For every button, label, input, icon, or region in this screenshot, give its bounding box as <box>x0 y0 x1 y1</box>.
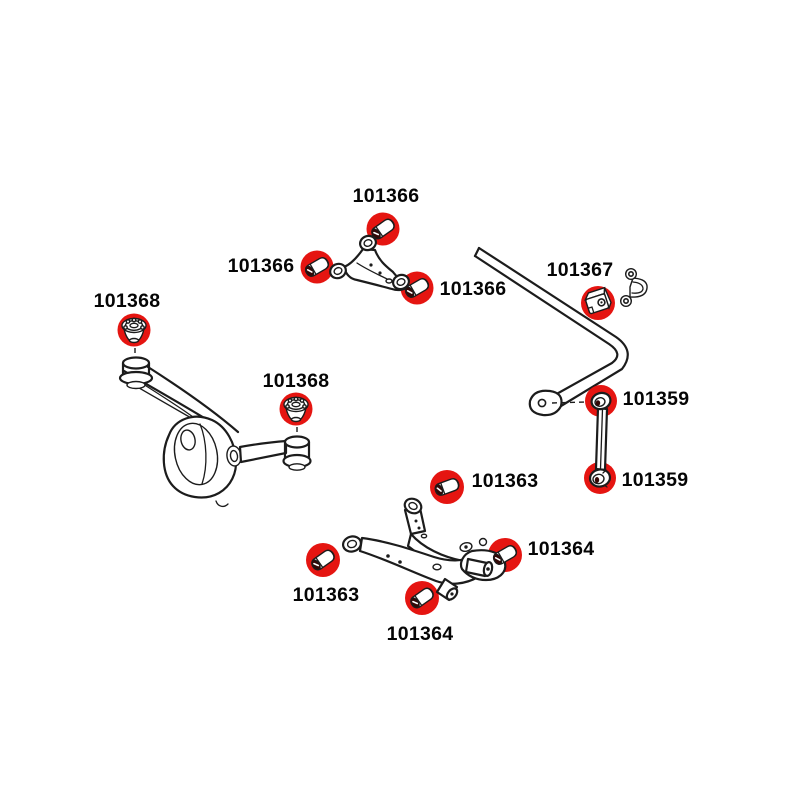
part-number-label-101366-rear: 101366 <box>440 278 507 300</box>
diff-mount-boss-rear <box>282 435 312 471</box>
part-number-label-101367: 101367 <box>547 259 614 281</box>
drop-link-assembly <box>584 385 617 494</box>
part-number-label-101366-left: 101366 <box>228 255 295 277</box>
cylinder-bushing-icon <box>434 478 460 496</box>
bar-clamp-bracket-icon <box>620 268 648 308</box>
leader-line <box>551 401 587 404</box>
diff-mount-boss-front <box>118 356 154 390</box>
cylinder-bushing-icon <box>304 257 330 277</box>
differential-support-assembly <box>117 313 313 508</box>
part-number-labels: 101366 101366 101366 101367 101368 10136… <box>94 185 690 645</box>
anti-roll-bar-assembly <box>473 246 648 417</box>
bar-bushing-block-icon <box>584 286 612 315</box>
part-number-label-101364-rear: 101364 <box>528 538 595 560</box>
part-number-label-101364-inner: 101364 <box>387 623 454 645</box>
part-number-label-101366-top: 101366 <box>353 185 420 207</box>
part-number-label-101359-bottom: 101359 <box>622 469 689 491</box>
cylinder-bushing-icon <box>311 549 335 571</box>
part-number-label-101363-outer: 101363 <box>293 584 360 606</box>
cylinder-bushing-icon <box>410 587 434 609</box>
link-washer-bushing-icon <box>588 468 612 488</box>
part-number-label-101368-front: 101368 <box>94 290 161 312</box>
part-number-label-101363-front: 101363 <box>472 470 539 492</box>
cone-bushing-icon <box>283 396 309 423</box>
cylinder-bushing-icon <box>404 278 430 298</box>
cone-bushing-icon <box>121 317 147 344</box>
anti-roll-bar <box>477 246 629 408</box>
link-washer-bushing-icon <box>590 391 612 411</box>
cylinder-bushing-icon <box>492 545 518 565</box>
part-number-label-101359-top: 101359 <box>623 388 690 410</box>
upper-control-arm-assembly <box>300 212 434 305</box>
part-number-label-101368-rear: 101368 <box>263 370 330 392</box>
cylinder-bushing-icon <box>371 218 395 240</box>
lower-control-arm-assembly <box>306 470 522 615</box>
